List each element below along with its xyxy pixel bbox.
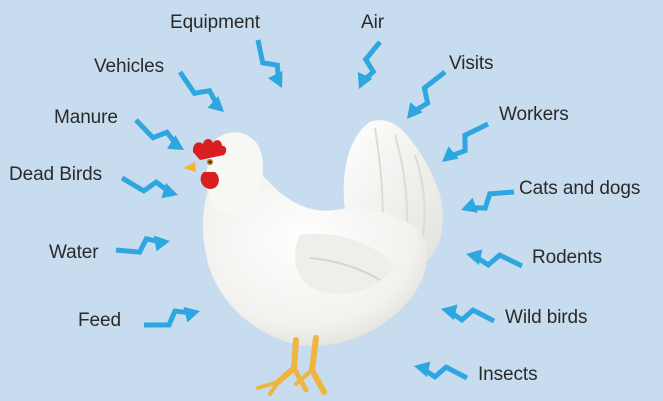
label-feed: Feed	[78, 310, 121, 332]
label-dead-birds: Dead Birds	[9, 164, 102, 186]
label-equipment: Equipment	[170, 12, 260, 34]
label-water: Water	[49, 242, 98, 264]
arrow-vehicles	[180, 72, 218, 106]
label-manure: Manure	[54, 107, 118, 129]
arrow-manure	[136, 120, 177, 146]
label-wild-birds: Wild birds	[505, 307, 587, 329]
label-vehicles: Vehicles	[94, 56, 164, 78]
label-workers: Workers	[499, 104, 569, 126]
arrow-visits	[412, 72, 445, 112]
arrowhead-water	[154, 236, 170, 252]
label-insects: Insects	[478, 364, 538, 386]
label-cats-and-dogs: Cats and dogs	[519, 178, 640, 200]
arrow-feed	[144, 311, 192, 325]
label-rodents: Rodents	[532, 247, 602, 269]
arrow-workers	[448, 124, 488, 157]
arrowhead-feed	[184, 307, 200, 323]
label-air: Air	[361, 12, 384, 34]
arrowhead-rodents	[466, 249, 482, 265]
arrow-rodents	[474, 255, 522, 266]
arrow-dead-birds	[122, 178, 170, 193]
arrowhead-equipment	[268, 71, 282, 88]
arrowhead-cats-dogs	[461, 198, 478, 213]
label-visits: Visits	[449, 53, 493, 75]
